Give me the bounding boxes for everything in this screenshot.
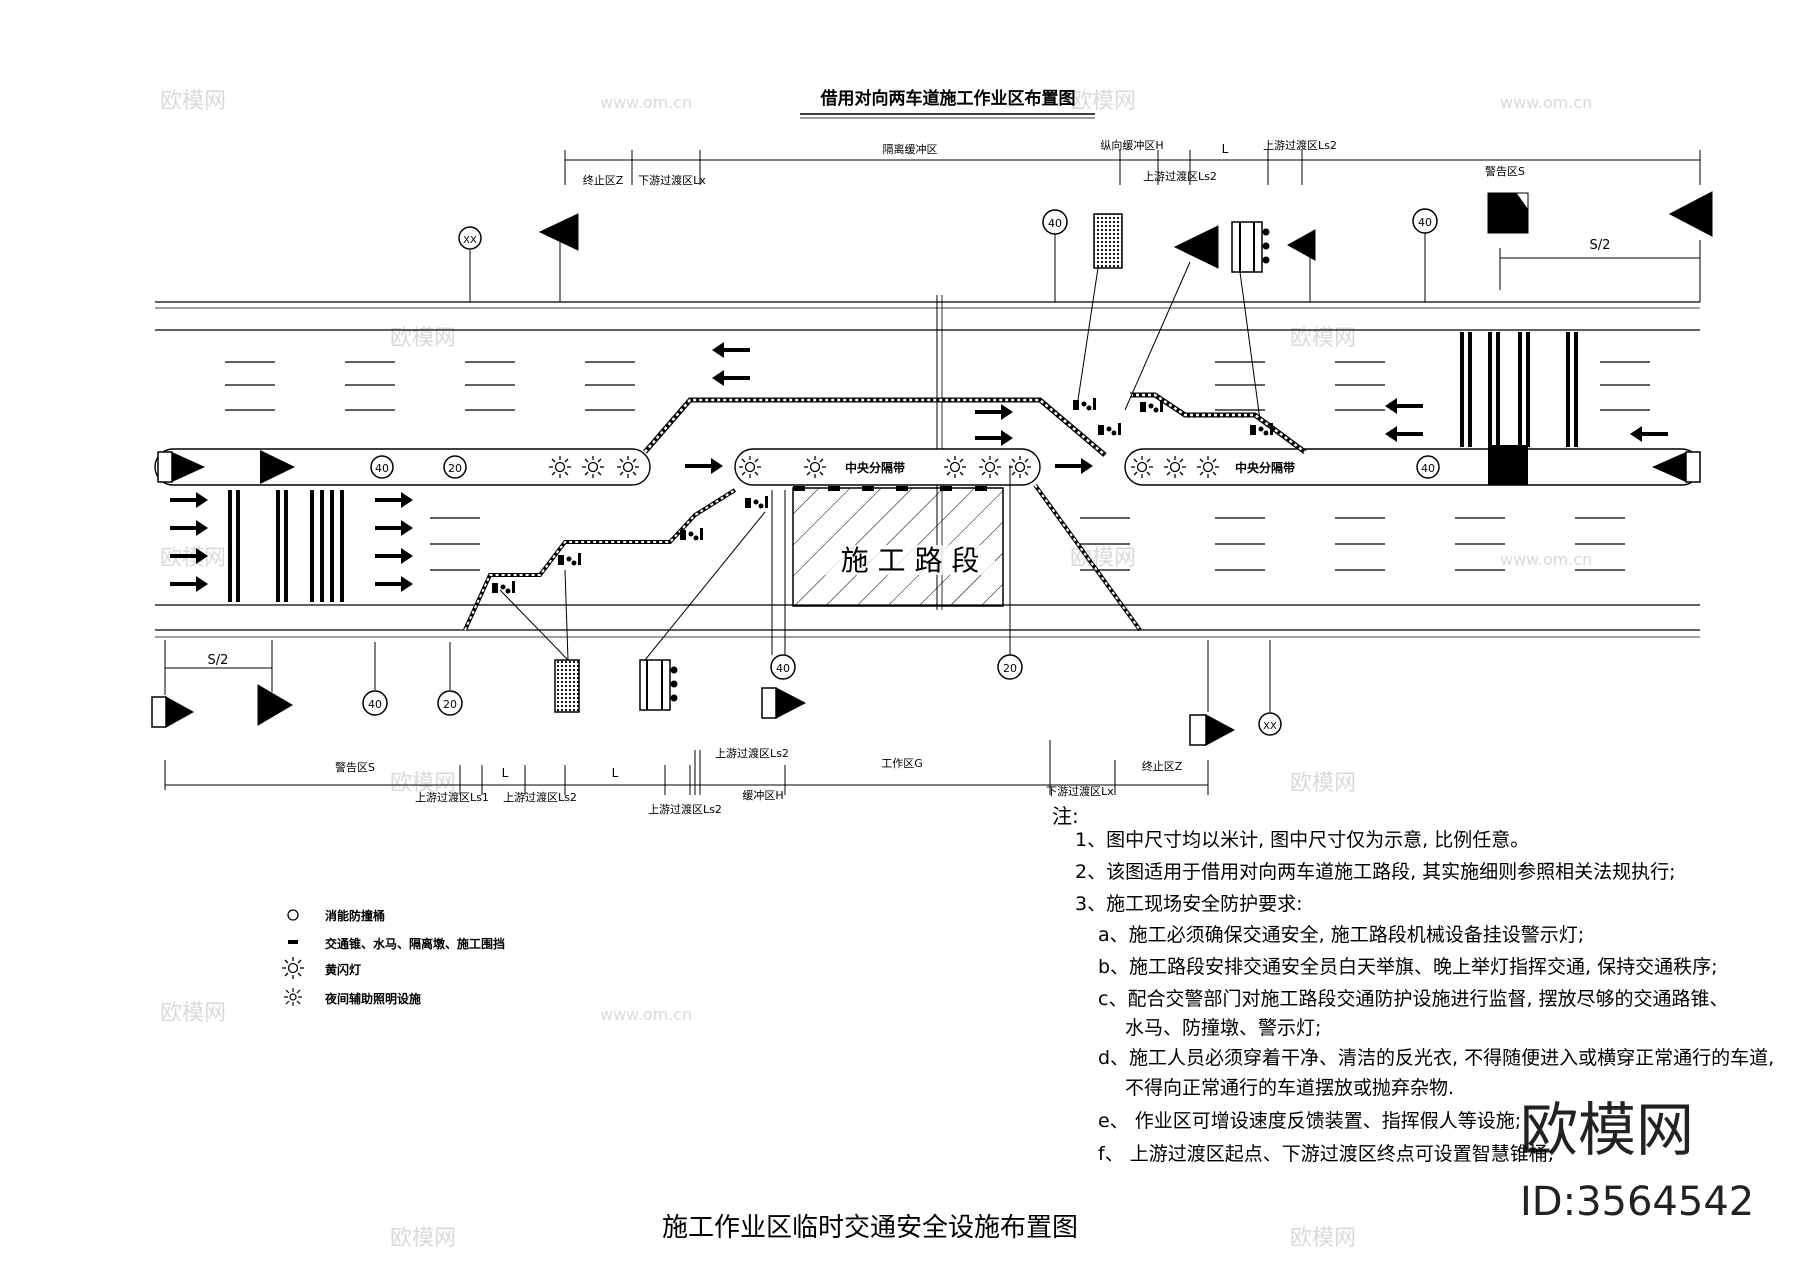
svg-text:40: 40 xyxy=(368,698,382,711)
median-label: 中央分隔带 xyxy=(1235,460,1295,475)
road-end-signs xyxy=(157,445,1701,485)
watermark-id: ID:3564542 xyxy=(1520,1179,1754,1225)
speed-limit-sign-icon xyxy=(1042,209,1068,235)
note-2: 2、该图适用于借用对向两车道施工路段, 其实施细则参照相关法规执行; xyxy=(1075,861,1676,883)
dim-upstream-transition-1: 上游过渡区Ls1 xyxy=(415,790,489,804)
dim-L1: L xyxy=(502,766,509,780)
watermark-logo-large: 欧模网 xyxy=(1520,1096,1694,1164)
note-3b: b、施工路段安排交通安全员白天举旗、晚上举灯指挥交通, 保持交通秩序; xyxy=(1098,956,1718,978)
svg-text:20: 20 xyxy=(1003,662,1017,675)
svg-text:XX: XX xyxy=(1263,721,1277,732)
work-zone: 施 工 路 段 xyxy=(792,486,1004,607)
warning-triangle-icon xyxy=(538,213,579,251)
arrow-board-icon xyxy=(1093,213,1123,269)
dim-work-zone: 工作区G xyxy=(881,757,923,770)
dim-s-half-bottom: S/2 xyxy=(208,653,229,668)
warning-triangle-icon xyxy=(1173,225,1219,269)
svg-text:40: 40 xyxy=(375,462,389,475)
transverse-markings xyxy=(228,332,1578,602)
dim-L: L xyxy=(1222,142,1229,156)
bottom-dimension-line: 警告区S 上游过渡区Ls1 L 上游过渡区Ls2 L 上游过渡区Ls2 上游过渡… xyxy=(164,740,1209,816)
bottom-signs: S/2 40 20 40 20 XX xyxy=(151,465,1282,746)
flash-light-icon xyxy=(281,956,305,980)
lane-markings xyxy=(225,361,1650,571)
watermark-logo: 欧模网 xyxy=(390,1226,456,1251)
svg-text:40: 40 xyxy=(1418,216,1432,229)
circle-icon xyxy=(287,909,299,921)
dim-isolation-buffer: 隔离缓冲区 xyxy=(883,142,938,156)
diagram-subtitle: 施工作业区临时交通安全设施布置图 xyxy=(662,1213,1078,1243)
legend-label-cushion: 消能防撞桶 xyxy=(325,909,386,923)
watermark-url: www.om.cn xyxy=(1500,93,1592,112)
note-3: 3、施工现场安全防护要求: xyxy=(1075,893,1303,915)
diagram-title: 借用对向两车道施工作业区布置图 xyxy=(820,88,1076,109)
note-3c-line1: c、配合交警部门对施工路段交通防护设施进行监督, 摆放尽够的交通路锥、 xyxy=(1098,988,1729,1010)
warning-triangle-icon xyxy=(1286,229,1316,261)
note-3d-line1: d、施工人员必须穿着干净、清洁的反光衣, 不得随便进入或横穿正常通行的车道, xyxy=(1098,1047,1775,1069)
work-zone-label: 施 工 路 段 xyxy=(841,544,980,577)
watermark-logo: 欧模网 xyxy=(160,1001,226,1026)
watermark-url: www.om.cn xyxy=(600,1005,692,1024)
watermark-logo: 欧模网 xyxy=(1290,1226,1356,1251)
svg-text:40: 40 xyxy=(1421,462,1435,475)
dim-buffer-zone: 缓冲区H xyxy=(742,788,783,802)
svg-text:40: 40 xyxy=(1048,217,1062,230)
note-3f: f、 上游过渡区起点、下游过渡区终点可设置智慧锥桶; xyxy=(1098,1143,1555,1165)
svg-text:20: 20 xyxy=(448,462,462,475)
svg-text:XX: XX xyxy=(463,235,477,246)
watermark-logo: 欧模网 xyxy=(1290,771,1356,796)
dim-upstream-transition-2b: 上游过渡区Ls2 xyxy=(1263,138,1337,152)
top-signs: XX 40 40 xyxy=(458,191,1713,302)
note-3c-line2: 水马、防撞墩、警示灯; xyxy=(1125,1017,1322,1039)
legend-label-cones: 交通锥、水马、隔离墩、施工围挡 xyxy=(325,937,506,951)
watermark-url: www.om.cn xyxy=(600,93,692,112)
dim-L2: L xyxy=(612,766,619,780)
note-3e: e、 作业区可增设速度反馈装置、指挥假人等设施; xyxy=(1098,1110,1522,1132)
dim-s-half-top: S/2 xyxy=(1590,238,1611,253)
dim-warning-zone: 警告区S xyxy=(1485,164,1525,178)
dim-upstream-transition-2c: 上游过渡区Ls2 xyxy=(648,802,722,816)
dim-upstream-transition-2-bottom: 上游过渡区Ls2 xyxy=(503,790,577,804)
barrier-sign-icon xyxy=(1231,221,1270,273)
warning-light-clusters xyxy=(492,398,1273,594)
legend-label-night-light: 夜间辅助照明设施 xyxy=(325,992,422,1006)
night-light-icon xyxy=(284,988,302,1006)
speed-limit-sign-icon xyxy=(1412,208,1438,234)
notes-heading: 注: xyxy=(1052,804,1079,828)
dim-upstream-transition-2d: 上游过渡区Ls2 xyxy=(715,746,789,760)
watermark-logo: 欧模网 xyxy=(160,546,226,571)
note-3d-line2: 不得向正常通行的车道摆放或抛弃杂物. xyxy=(1125,1077,1455,1099)
dim-longitudinal-buffer: 纵向缓冲区H xyxy=(1100,138,1163,152)
legend-label-flash-light: 黄闪灯 xyxy=(325,963,362,977)
dim-end-zone-bottom: 终止区Z xyxy=(1142,759,1183,773)
dim-downstream-transition: 下游过渡区Lx xyxy=(638,173,706,187)
median-strips xyxy=(154,448,1701,486)
note-1: 1、图中尺寸均以米计, 图中尺寸仅为示意, 比例任意。 xyxy=(1075,829,1530,851)
dim-warning-zone-bottom: 警告区S xyxy=(335,760,375,774)
no-pass-sign-icon xyxy=(458,226,482,250)
median-contents: 40 20 40 中央分隔带 中央分隔带 xyxy=(370,455,1440,479)
note-3a: a、施工必须确保交通安全, 施工路段机械设备挂设警示灯; xyxy=(1098,924,1585,946)
leader-lines xyxy=(499,261,1261,661)
watermark-logo: 欧模网 xyxy=(160,89,226,114)
dim-downstream-transition-bottom: 下游过渡区Lx xyxy=(1046,784,1114,798)
dim-end-zone: 终止区Z xyxy=(583,173,624,187)
warning-triangle-icon xyxy=(1668,191,1713,237)
legend-icons xyxy=(281,909,305,1006)
watermark-url: www.om.cn xyxy=(1500,550,1592,569)
watermark-logo: 欧模网 xyxy=(390,771,456,796)
top-dimension-line: 终止区Z 下游过渡区Lx 隔离缓冲区 纵向缓冲区H 上游过渡区Ls2 L 上游过… xyxy=(564,138,1701,290)
dash-icon xyxy=(288,940,298,944)
svg-text:40: 40 xyxy=(776,662,790,675)
svg-text:20: 20 xyxy=(443,698,457,711)
watermark-logo: 欧模网 xyxy=(1070,89,1136,114)
dim-upstream-transition-2: 上游过渡区Ls2 xyxy=(1143,169,1217,183)
median-label: 中央分隔带 xyxy=(845,460,905,475)
